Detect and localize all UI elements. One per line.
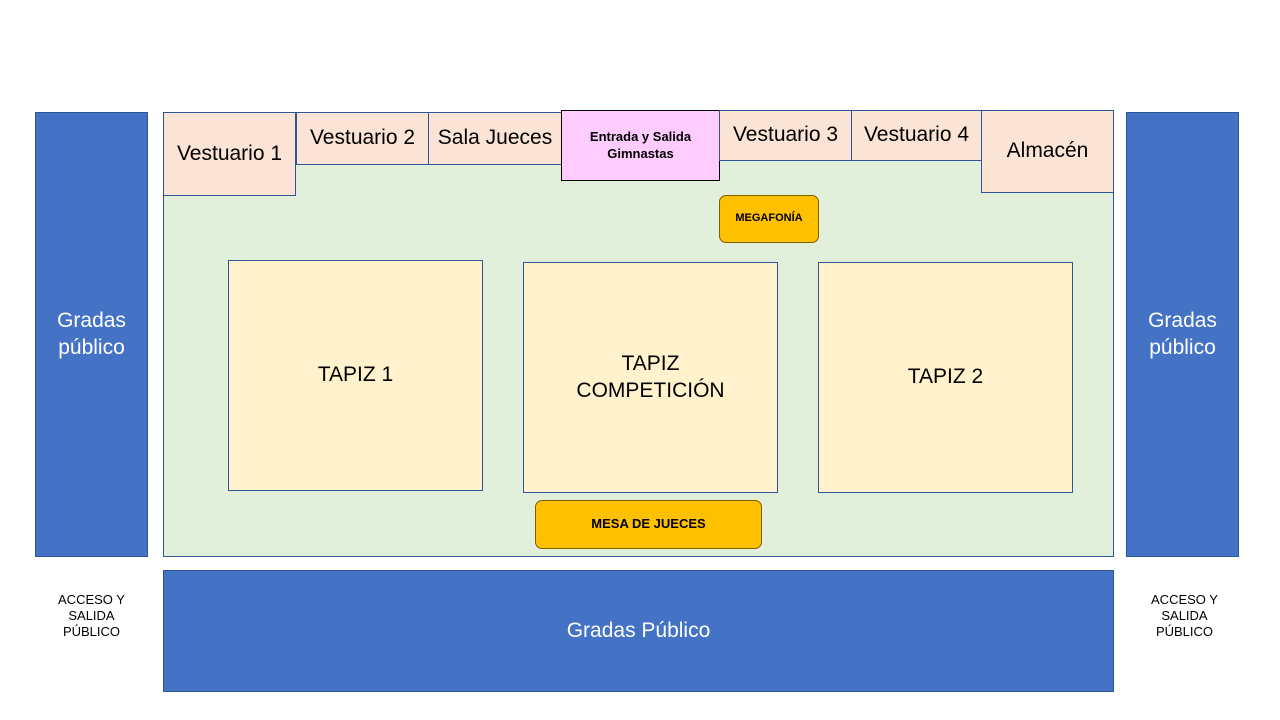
room-vestuario-3: Vestuario 3 xyxy=(719,110,852,161)
bottom-public-stands: Gradas Público xyxy=(163,570,1114,692)
left-stands-label: Gradas público xyxy=(57,309,126,359)
megafonia-table: MEGAFONÍA xyxy=(719,195,819,243)
tapiz-1-label: TAPIZ 1 xyxy=(317,363,394,387)
vestuario-2-label: Vestuario 2 xyxy=(309,126,416,150)
mat-tapiz-1: TAPIZ 1 xyxy=(228,260,483,491)
left-public-stands: Gradas público xyxy=(35,112,148,557)
megafonia-label: MEGAFONÍA xyxy=(735,212,803,225)
vestuario-3-label: Vestuario 3 xyxy=(732,123,839,147)
competicion-label: TAPIZ COMPETICIÓN xyxy=(576,352,725,402)
room-almacen: Almacén xyxy=(981,110,1114,193)
room-vestuario-4: Vestuario 4 xyxy=(851,110,982,161)
almacen-label: Almacén xyxy=(1006,139,1089,163)
right-stands-label: Gradas público xyxy=(1148,309,1217,359)
mat-tapiz-2: TAPIZ 2 xyxy=(818,262,1073,493)
vestuario-1-label: Vestuario 1 xyxy=(176,141,283,165)
right-public-stands: Gradas público xyxy=(1126,112,1239,557)
mat-competicion: TAPIZ COMPETICIÓN xyxy=(523,262,778,493)
right-access-label: ACCESO Y SALIDA PÚBLICO xyxy=(1151,591,1218,640)
vestuario-4-label: Vestuario 4 xyxy=(863,123,970,147)
sala-jueces-label: Sala Jueces xyxy=(437,126,553,150)
gymnasts-entrance-exit: Entrada y Salida Gimnastas xyxy=(561,110,720,181)
tapiz-2-label: TAPIZ 2 xyxy=(907,365,984,389)
right-public-access: ACCESO Y SALIDA PÚBLICO xyxy=(1128,585,1241,647)
judges-table-label: MESA DE JUECES xyxy=(591,516,706,532)
entrance-label: Entrada y Salida Gimnastas xyxy=(589,129,692,161)
left-access-label: ACCESO Y SALIDA PÚBLICO xyxy=(58,591,125,640)
room-vestuario-2: Vestuario 2 xyxy=(296,112,429,165)
bottom-stands-label: Gradas Público xyxy=(566,618,711,642)
left-public-access: ACCESO Y SALIDA PÚBLICO xyxy=(35,585,148,647)
judges-table: MESA DE JUECES xyxy=(535,500,762,549)
room-vestuario-1: Vestuario 1 xyxy=(163,112,296,196)
room-sala-jueces: Sala Jueces xyxy=(428,112,562,165)
